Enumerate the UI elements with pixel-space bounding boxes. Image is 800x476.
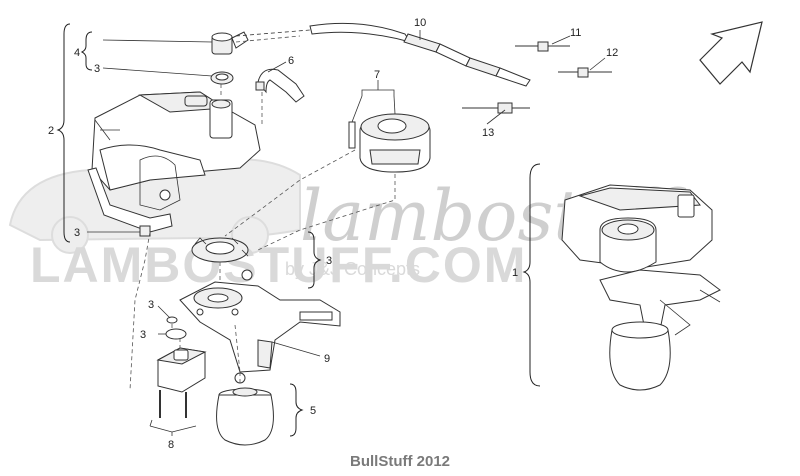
callout-3-ring: 3 [94, 63, 100, 75]
callout-5: 5 [310, 405, 316, 417]
callout-1: 1 [512, 267, 518, 279]
part-clip-11 [515, 41, 570, 52]
callout-9: 9 [324, 353, 330, 365]
watermark-brand-sub: by J&J Concepts [285, 259, 420, 279]
callout-10: 10 [414, 17, 426, 29]
brace-part-2 [56, 23, 71, 243]
part-elbow-hose-6 [255, 68, 305, 103]
assembly-dash-lines [129, 35, 396, 391]
watermark-brand-main: LAMBOSTUFF.COM [30, 237, 527, 293]
part-clip-13 [462, 102, 530, 114]
brace-part-4 [80, 31, 93, 71]
part-pump-block-8 [156, 347, 207, 418]
brace-part-5 [289, 383, 304, 437]
callout-3-gear: 3 [326, 255, 332, 267]
callout-3-oring-large: 3 [140, 329, 146, 341]
callout-8: 8 [168, 439, 174, 451]
callout-2: 2 [48, 125, 54, 137]
callout-3-bolt: 3 [74, 227, 80, 239]
part-oring-3b [165, 328, 187, 340]
part-reservoir-2 [87, 91, 261, 237]
callout-6: 6 [288, 55, 294, 67]
callout-3-oring-small: 3 [148, 299, 154, 311]
part-oring-3a [166, 316, 178, 324]
callout-7: 7 [374, 69, 380, 81]
part-assembly-1 [561, 184, 721, 391]
callout-12: 12 [606, 47, 618, 59]
direction-arrow-icon [699, 21, 763, 85]
callout-4: 4 [74, 47, 80, 59]
leader-lines [87, 30, 606, 436]
part-clip-12 [558, 67, 612, 78]
callout-13: 13 [482, 127, 494, 139]
part-fitting-4 [211, 31, 249, 55]
brace-part-1 [522, 163, 541, 387]
part-gear-ring-3 [191, 237, 253, 281]
callout-11: 11 [570, 27, 581, 39]
part-valve-7 [348, 113, 431, 173]
part-hose-10 [235, 22, 531, 87]
part-accumulator-5 [216, 372, 274, 446]
part-bracket-9 [179, 281, 341, 373]
footer-credit: BullStuff 2012 [350, 453, 450, 470]
brace-part-3 [307, 231, 322, 289]
